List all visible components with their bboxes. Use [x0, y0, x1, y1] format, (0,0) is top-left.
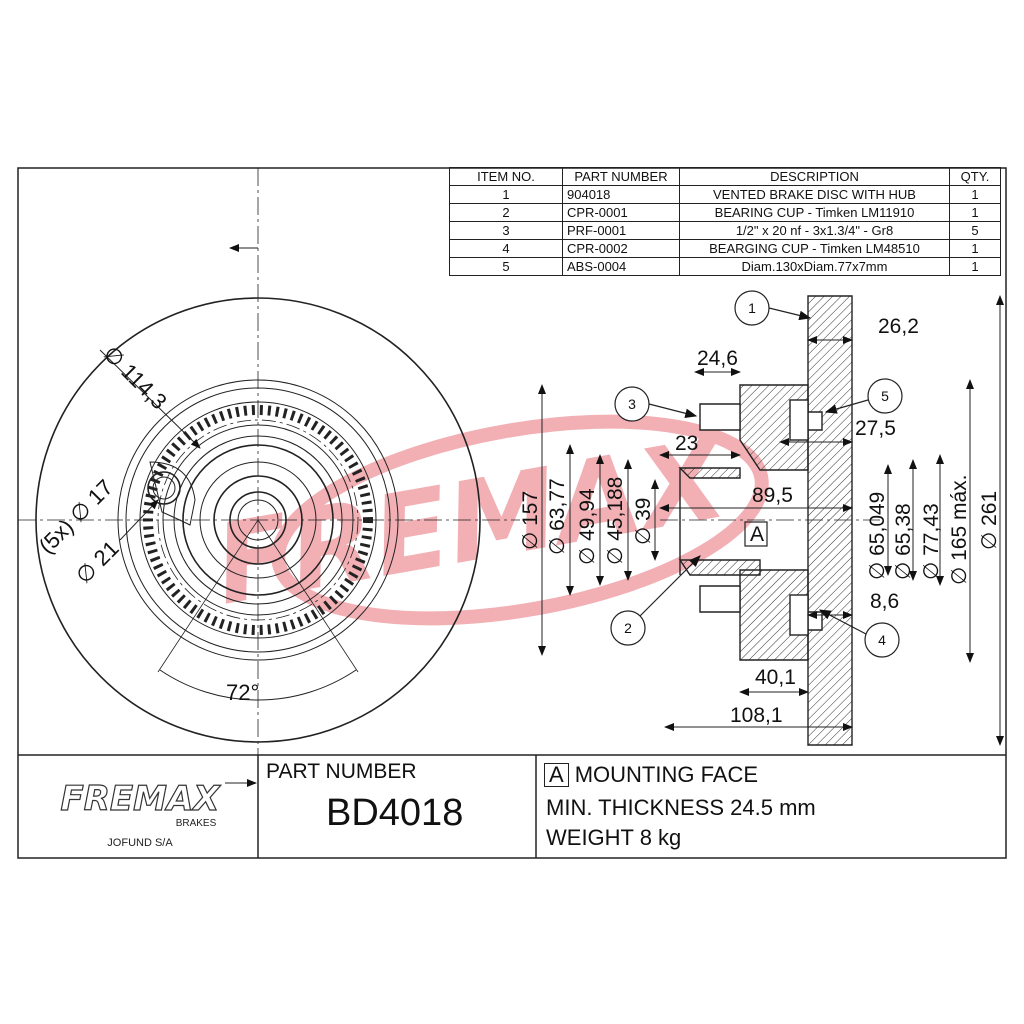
dim-dia45-188: ∅ 45,188: [604, 477, 627, 565]
bom-desc: 1/2" x 20 nf - 3x1.3/4" - Gr8: [679, 221, 950, 240]
part-number: BD4018: [326, 792, 464, 834]
hub-circle: [182, 444, 334, 596]
bom-header-item: ITEM NO.: [449, 167, 563, 186]
dim-dia49-94: ∅ 49,94: [576, 488, 599, 565]
dim-dia65-049: ∅ 65,049: [866, 492, 889, 580]
front-view: [18, 168, 520, 755]
center-bore: [229, 491, 287, 549]
dim-40-1: 40,1: [755, 666, 796, 689]
bom-part: 904018: [562, 185, 680, 204]
section-dim-lines: [538, 295, 1004, 746]
dim-dia261: ∅ 261: [978, 491, 1001, 550]
bom-item: 3: [449, 221, 563, 240]
dim-89-5: 89,5: [752, 484, 793, 507]
balloon-5: [867, 378, 903, 414]
bom-desc: BEARGING CUP - Timken LM48510: [679, 239, 950, 258]
bill-of-materials: ITEM NO. PART NUMBER DESCRIPTION QTY. 1 …: [449, 167, 1001, 276]
dim-dia63-77: ∅ 63,77: [546, 478, 569, 555]
balloon-labels: 1 2 3 4 5: [624, 300, 889, 648]
part-number-label: PART NUMBER: [266, 760, 417, 783]
balloons: [610, 290, 903, 658]
dim-23: 23: [675, 432, 698, 455]
bom-part: ABS-0004: [562, 257, 680, 276]
disc-section: [807, 295, 853, 746]
mounting-face: MOUNTING FACE: [574, 762, 759, 787]
bom-part: CPR-0001: [562, 203, 680, 222]
balloon-4: [864, 622, 900, 658]
bom-row: 5 ABS-0004 Diam.130xDiam.77x7mm 1: [449, 257, 1001, 276]
min-thickness: MIN. THICKNESS 24.5 mm: [546, 795, 816, 820]
balloon-2: [610, 610, 646, 646]
bom-desc: Diam.130xDiam.77x7mm: [679, 257, 950, 276]
balloon-1-label: 1: [748, 300, 756, 316]
bom-qty: 5: [949, 221, 1001, 240]
fremax-logo: FREMAX BRAKES JOFUND S/A: [60, 778, 222, 849]
bom-header-part: PART NUMBER: [562, 167, 680, 186]
dim-dia65-38: ∅ 65,38: [892, 503, 915, 580]
section-dim-text: 26,2 24,6 23 27,5 89,5 A 8,6 40,1 108,1 …: [519, 315, 1001, 727]
bom-header-qty: QTY.: [949, 167, 1001, 186]
bom-qty: 1: [949, 203, 1001, 222]
bom-desc: VENTED BRAKE DISC WITH HUB: [679, 185, 950, 204]
dim-dia165: ∅ 165 máx.: [948, 474, 971, 585]
stud-hole: [147, 471, 181, 505]
bom-header-row: ITEM NO. PART NUMBER DESCRIPTION QTY.: [449, 167, 1001, 186]
dim-108-1: 108,1: [730, 704, 783, 727]
dim-24-6: 24,6: [697, 347, 738, 370]
balloon-4-label: 4: [878, 632, 886, 648]
bearing-cup-lower: [678, 559, 761, 576]
balloon-5-label: 5: [881, 388, 889, 404]
bom-qty: 1: [949, 239, 1001, 258]
dim-hole-outer: ∅ 21: [71, 536, 124, 589]
bom-part: CPR-0002: [562, 239, 680, 258]
datum-box: [744, 521, 768, 547]
datum-a: A: [750, 523, 764, 546]
pcd-circle: [157, 419, 359, 621]
bom-row: 4 CPR-0002 BEARGING CUP - Timken LM48510…: [449, 239, 1001, 258]
section-view: [660, 295, 880, 746]
disc-outer-circle: [35, 297, 481, 743]
dim-27-5: 27,5: [855, 417, 896, 440]
bom-row: 1 904018 VENTED BRAKE DISC WITH HUB 1: [449, 185, 1001, 204]
bom-item: 4: [449, 239, 563, 258]
bom-qty: 1: [949, 257, 1001, 276]
logo-text: FREMAX: [61, 779, 222, 819]
datum-box-label: A: [544, 763, 569, 787]
bom-part: PRF-0001: [562, 221, 680, 240]
dim-26-2: 26,2: [878, 315, 919, 338]
dim-dia77-43: ∅ 77,43: [920, 503, 943, 580]
bom-item: 5: [449, 257, 563, 276]
balloon-3-label: 3: [628, 396, 636, 412]
dim-8-6: 8,6: [870, 590, 899, 613]
dim-pcd: ∅ 114,3: [98, 341, 171, 414]
bom-desc: BEARING CUP - Timken LM11910: [679, 203, 950, 222]
bom-header-desc: DESCRIPTION: [679, 167, 950, 186]
bom-row: 2 CPR-0001 BEARING CUP - Timken LM11910 …: [449, 203, 1001, 222]
logo-sub: BRAKES: [176, 818, 217, 829]
dim-dia157: ∅ 157: [519, 491, 542, 550]
vent-ring: [139, 401, 377, 639]
weight: WEIGHT 8 kg: [546, 825, 682, 850]
company-name: JOFUND S/A: [107, 837, 173, 849]
dim-dia39: ∅ 39: [632, 498, 655, 546]
bom-row: 3 PRF-0001 1/2" x 20 nf - 3x1.3/4" - Gr8…: [449, 221, 1001, 240]
bom-item: 2: [449, 203, 563, 222]
balloon-2-label: 2: [624, 620, 632, 636]
dim-angle: 72°: [226, 680, 259, 705]
bearing-cup-upper: [678, 467, 741, 479]
bom-item: 1: [449, 185, 563, 204]
bom-qty: 1: [949, 185, 1001, 204]
